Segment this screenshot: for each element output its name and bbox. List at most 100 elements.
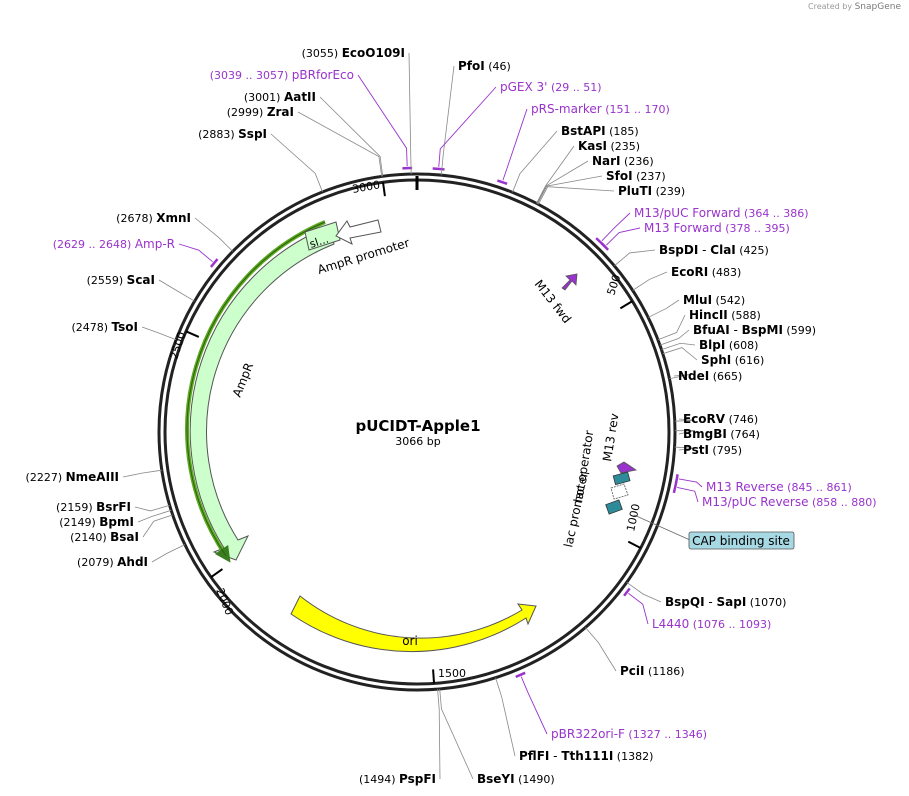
enzyme-label-tsoi[interactable]: (2478) TsoI — [71, 320, 138, 334]
primer-label-0[interactable]: (3039 .. 3057) pBRforEco — [210, 68, 354, 82]
enzyme-label-kasi[interactable]: KasI (235) — [578, 139, 640, 153]
primer-arc-9[interactable] — [209, 258, 219, 268]
enzyme-leader — [585, 627, 617, 672]
enzyme-label-nmeaiii[interactable]: (2227) NmeAIII — [26, 470, 119, 484]
enzyme-pos: (2999) — [227, 106, 267, 119]
primer-leader — [178, 243, 213, 263]
primer-arc-7[interactable] — [623, 587, 631, 597]
enzyme-leader — [495, 677, 516, 757]
enzyme-sep: - — [549, 749, 561, 763]
enzyme-label-ecorv[interactable]: EcoRV (746) — [683, 412, 758, 426]
site-labels: (3055) EcoO109I(3001) AatII(2999) ZraI(2… — [26, 46, 877, 786]
enzyme-pos: (3001) — [244, 91, 284, 104]
m13fwd-feature[interactable] — [561, 273, 578, 291]
sl-feature[interactable] — [304, 221, 341, 251]
enzyme-label-bfuai[interactable]: BfuAI - BspMI (599) — [693, 323, 816, 337]
primer-label-9[interactable]: (2629 .. 2648) Amp-R — [53, 237, 175, 251]
enzyme-leader — [626, 581, 662, 603]
enzyme-label-sfoi[interactable]: SfoI (237) — [606, 169, 666, 183]
enzyme-label-hincii[interactable]: HincII (588) — [689, 308, 761, 322]
primer-label-2[interactable]: pRS-marker (151 .. 170) — [531, 102, 670, 116]
lac-promoter-feature[interactable] — [610, 483, 629, 500]
enzyme-label-bpmi[interactable]: (2149) BpmI — [59, 515, 134, 529]
enzyme-label-pflfi[interactable]: PflFI - Tth111I (1382) — [519, 749, 653, 763]
ori-feature[interactable] — [290, 595, 537, 653]
m13rev-feature[interactable] — [616, 461, 638, 474]
enzyme-name: NdeI — [678, 369, 709, 383]
enzyme-label-mlui[interactable]: MluI (542) — [683, 293, 745, 307]
enzyme-label-bsrfi[interactable]: (2159) BsrFI — [56, 500, 131, 514]
enzyme-pos: (425) — [736, 244, 769, 257]
primer-range: (858 .. 880) — [809, 496, 877, 509]
enzyme-label-bseyi[interactable]: BseYI (1490) — [477, 772, 555, 786]
enzyme-label-sphi[interactable]: SphI (616) — [701, 353, 764, 367]
enzyme-pos: (588) — [728, 309, 761, 322]
enzyme-label-pluti[interactable]: PluTI (239) — [618, 184, 685, 198]
primer-label-7[interactable]: L4440 (1076 .. 1093) — [652, 617, 771, 631]
primer-name: M13/pUC Reverse — [702, 495, 809, 509]
enzyme-pos: (2227) — [26, 471, 66, 484]
primer-label-4[interactable]: M13 Forward (378 .. 395) — [644, 221, 790, 235]
enzyme-label-sspi[interactable]: (2883) SspI — [198, 127, 267, 141]
lac-promoter-label: lac promoter — [561, 471, 591, 549]
enzyme-label-psti[interactable]: PstI (795) — [683, 443, 742, 457]
enzyme-label-pcii[interactable]: PciI (1186) — [620, 664, 685, 678]
tick-label-500: 500 — [604, 273, 623, 297]
amppromoter-feature[interactable] — [335, 219, 382, 245]
enzyme-leader — [440, 65, 455, 176]
enzyme-label-pfoi[interactable]: PfoI (46) — [458, 59, 511, 73]
primer-label-3[interactable]: M13/pUC Forward (364 .. 386) — [634, 206, 809, 220]
enzyme-label-scai[interactable]: (2559) ScaI — [87, 273, 155, 287]
primer-arc-6[interactable] — [672, 480, 678, 494]
enzyme-pos: (2678) — [116, 212, 156, 225]
primer-arc-4[interactable] — [600, 242, 610, 251]
enzyme-name: BspDI — [659, 243, 698, 257]
enzyme-label-bstapi[interactable]: BstAPI (185) — [561, 124, 639, 138]
enzyme-label-blpi[interactable]: BlpI (608) — [699, 338, 758, 352]
primer-name: M13 Forward — [644, 221, 722, 235]
enzyme-name: BsaI — [110, 530, 139, 544]
enzyme-pos: (1494) — [359, 773, 399, 786]
enzyme-label-ndei[interactable]: NdeI (665) — [678, 369, 742, 383]
enzyme-label-xmni[interactable]: (2678) XmnI — [116, 211, 191, 225]
primer-label-1[interactable]: pGEX 3' (29 .. 51) — [500, 80, 602, 94]
enzyme-leader — [270, 133, 323, 193]
primer-arc-1[interactable] — [432, 167, 445, 171]
enzyme-label-aatii[interactable]: (3001) AatII — [244, 90, 316, 104]
primer-name: pBR322ori-F — [551, 727, 625, 741]
enzyme-pos: (2478) — [71, 321, 111, 334]
enzyme-label-bspdi[interactable]: BspDI - ClaI (425) — [659, 243, 769, 257]
enzyme-pos: (1490) — [515, 773, 555, 786]
primer-name: pRS-marker — [531, 102, 602, 116]
enzyme-label-pspfi[interactable]: (1494) PspFI — [359, 772, 436, 786]
lac-operator-feature[interactable] — [612, 471, 631, 486]
plasmid-name: pUCIDT-Apple1 — [355, 417, 480, 435]
primer-label-8[interactable]: pBR322ori-F (1327 .. 1346) — [551, 727, 707, 741]
tick-mark-1500 — [432, 669, 436, 684]
enzyme-label-zrai[interactable]: (2999) ZraI — [227, 105, 294, 119]
primer-label-5[interactable]: M13 Reverse (845 .. 861) — [706, 480, 852, 494]
enzyme-leader — [669, 374, 690, 380]
primer-arc-8[interactable] — [515, 671, 526, 679]
enzyme-label-nari[interactable]: NarI (236) — [592, 154, 654, 168]
tick-mark-2500 — [185, 330, 200, 338]
cap-site-feature[interactable] — [605, 499, 623, 515]
enzyme-leader — [512, 130, 558, 193]
enzyme-name: SspI — [238, 127, 267, 141]
enzyme-name: BmgBI — [683, 427, 727, 441]
primer-range: (29 .. 51) — [547, 81, 601, 94]
primer-arc-2[interactable] — [497, 179, 508, 186]
enzyme-label-ecoo109i[interactable]: (3055) EcoO109I — [302, 46, 405, 60]
enzyme-label-bmgbi[interactable]: BmgBI (764) — [683, 427, 760, 441]
enzyme-label-ahdi[interactable]: (2079) AhdI — [77, 555, 148, 569]
enzyme-label-ecori[interactable]: EcoRI (483) — [671, 265, 741, 279]
primer-label-6[interactable]: M13/pUC Reverse (858 .. 880) — [702, 495, 877, 509]
enzyme-pos: (483) — [708, 266, 741, 279]
enzyme-name: NarI — [592, 154, 621, 168]
enzyme-name: SphI — [701, 353, 731, 367]
enzyme-name-2: BspMI — [742, 323, 783, 337]
enzyme-name: BlpI — [699, 338, 725, 352]
enzyme-label-bsai[interactable]: (2140) BsaI — [70, 530, 139, 544]
tick-mark-500 — [619, 300, 633, 310]
enzyme-label-bspqi[interactable]: BspQI - SapI (1070) — [665, 595, 786, 609]
